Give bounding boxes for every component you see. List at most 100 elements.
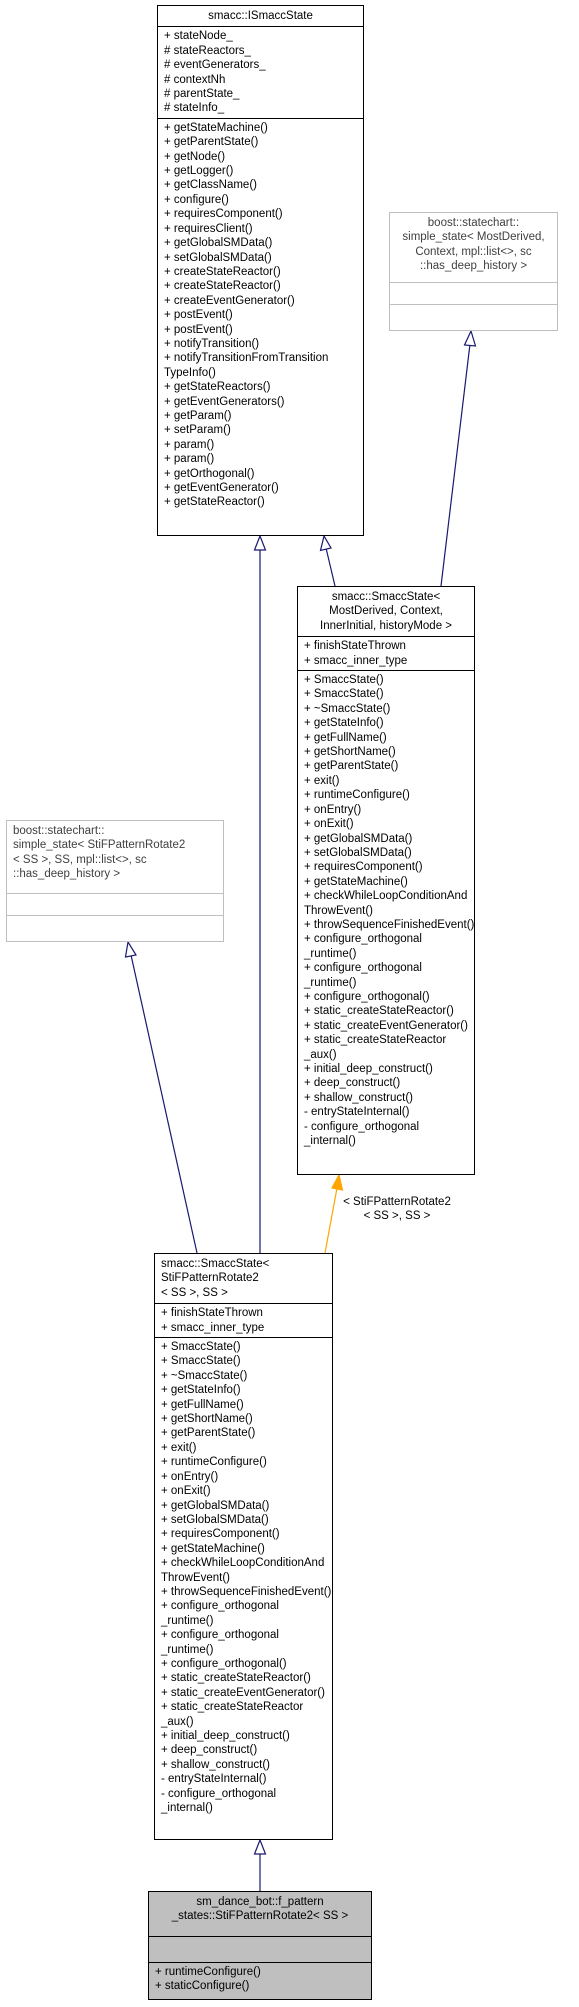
member-method[interactable]: + setGlobalSMData() [304, 846, 412, 859]
member-method[interactable]: + configure_orthogonal [161, 1629, 279, 1642]
member-method[interactable]: + checkWhileLoopConditionAnd [161, 1557, 325, 1570]
member-method[interactable]: _internal() [304, 1135, 356, 1148]
member-method[interactable]: + runtimeConfigure() [155, 1966, 261, 1978]
member-method[interactable]: + shallow_construct() [304, 1091, 413, 1104]
member-method[interactable]: + onEntry() [304, 803, 362, 816]
member-method[interactable]: + configure() [164, 193, 229, 206]
member-method[interactable]: + getGlobalSMData() [164, 237, 273, 250]
member-method[interactable]: + getOrthogonal() [164, 467, 255, 480]
member-method[interactable]: + configure_orthogonal [161, 1600, 279, 1613]
member-method[interactable]: + setParam() [164, 424, 231, 437]
member-method[interactable]: _internal() [161, 1802, 213, 1815]
member-method[interactable]: + getNode() [164, 150, 226, 163]
member-method[interactable]: _runtime() [161, 1614, 214, 1627]
member-method[interactable]: TypeInfo() [164, 366, 216, 379]
member-method[interactable]: + deep_construct() [161, 1744, 258, 1757]
member-method[interactable]: + setGlobalSMData() [164, 251, 272, 264]
member-attribute[interactable]: # parentState_ [164, 88, 240, 101]
class-stifpatternrotate2[interactable]: sm_dance_bot::f_pattern _states::StiFPat… [148, 1891, 372, 2000]
member-method[interactable]: ThrowEvent() [161, 1571, 231, 1584]
member-method[interactable]: + getStateMachine() [164, 121, 268, 134]
member-method[interactable]: + requiresClient() [164, 222, 253, 235]
member-attribute[interactable]: + finishStateThrown [304, 640, 406, 653]
member-attribute[interactable]: # stateInfo_ [164, 102, 225, 115]
member-method[interactable]: + static_createEventGenerator() [304, 1019, 468, 1032]
member-method[interactable]: + getStateInfo() [304, 717, 384, 730]
member-method[interactable]: _aux() [161, 1715, 194, 1728]
member-method[interactable]: + postEvent() [164, 323, 233, 336]
member-method[interactable]: - entryStateInternal() [304, 1106, 410, 1119]
member-method[interactable]: - configure_orthogonal [161, 1787, 277, 1800]
member-method[interactable]: + initial_deep_construct() [304, 1063, 433, 1075]
member-attribute[interactable]: + smacc_inner_type [161, 1321, 265, 1334]
member-method[interactable]: + configure_orthogonal() [304, 990, 430, 1003]
member-method[interactable]: + SmaccState() [161, 1341, 241, 1354]
member-method[interactable]: + exit() [161, 1441, 197, 1454]
member-method[interactable]: + getGlobalSMData() [161, 1499, 270, 1512]
member-method[interactable]: _runtime() [161, 1643, 214, 1656]
member-method[interactable]: + getClassName() [164, 179, 257, 192]
member-method[interactable]: + configure_orthogonal [304, 933, 422, 946]
member-method[interactable]: + configure_orthogonal [304, 962, 422, 975]
member-method[interactable]: _runtime() [304, 976, 357, 989]
member-method[interactable]: + static_createEventGenerator() [161, 1686, 325, 1699]
member-method[interactable]: + getStateMachine() [161, 1542, 265, 1555]
member-method[interactable]: + shallow_construct() [161, 1758, 270, 1771]
member-method[interactable]: + getGlobalSMData() [304, 832, 413, 845]
class-smaccstate-instance[interactable]: smacc::SmaccState< StiFPatternRotate2 < … [154, 1253, 333, 1840]
member-method[interactable]: + notifyTransitionFromTransition [164, 352, 329, 365]
member-method[interactable]: + static_createStateReactor [304, 1034, 447, 1047]
member-attribute[interactable]: # contextNh [164, 73, 226, 86]
member-method[interactable]: + getFullName() [161, 1398, 244, 1411]
member-method[interactable]: + getParentState() [304, 760, 399, 773]
member-method[interactable]: + getEventGenerator() [164, 482, 279, 494]
member-attribute[interactable]: + stateNode_ [164, 30, 233, 43]
class-simple-state-instance[interactable]: boost::statechart:: simple_state< StiFPa… [6, 820, 224, 942]
member-method[interactable]: + createStateReactor() [164, 280, 281, 293]
member-method[interactable]: + static_createStateReactor() [304, 1005, 454, 1018]
member-attribute[interactable]: + smacc_inner_type [304, 654, 408, 667]
member-method[interactable]: + getFullName() [304, 731, 387, 744]
member-method[interactable]: + param() [164, 438, 215, 451]
member-method[interactable]: + onExit() [304, 818, 354, 831]
member-method[interactable]: + getStateInfo() [161, 1384, 241, 1397]
member-method[interactable]: + initial_deep_construct() [161, 1730, 290, 1742]
member-method[interactable]: + runtimeConfigure() [304, 789, 410, 802]
member-method[interactable]: ThrowEvent() [304, 904, 374, 917]
member-method[interactable]: + createStateReactor() [164, 265, 281, 278]
member-method[interactable]: _runtime() [304, 947, 357, 960]
member-method[interactable]: + postEvent() [164, 309, 233, 322]
member-method[interactable]: + param() [164, 453, 215, 466]
member-method[interactable]: + requiresComponent() [161, 1528, 280, 1541]
member-method[interactable]: + getShortName() [304, 746, 396, 759]
member-method[interactable]: - entryStateInternal() [161, 1773, 267, 1786]
member-method[interactable]: + getLogger() [164, 165, 234, 178]
member-attribute[interactable]: # eventGenerators_ [164, 59, 266, 72]
member-method[interactable]: + static_createStateReactor() [161, 1672, 311, 1685]
member-method[interactable]: + getStateReactor() [164, 496, 265, 509]
member-method[interactable]: + getParam() [164, 409, 232, 422]
member-method[interactable]: + getStateReactors() [164, 381, 271, 394]
member-method[interactable]: + createEventGenerator() [164, 294, 295, 307]
member-method[interactable]: + getParentState() [164, 136, 259, 149]
member-attribute[interactable]: + finishStateThrown [161, 1307, 263, 1320]
member-method[interactable]: + notifyTransition() [164, 337, 260, 350]
member-method[interactable]: + staticConfigure() [155, 1980, 250, 1993]
member-method[interactable]: + throwSequenceFinishedEvent() [304, 918, 475, 931]
member-method[interactable]: + deep_construct() [304, 1077, 401, 1090]
member-method[interactable]: + ~SmaccState() [304, 702, 391, 715]
member-method[interactable]: + requiresComponent() [304, 861, 423, 874]
member-method[interactable]: + onExit() [161, 1485, 211, 1498]
member-method[interactable]: + configure_orthogonal() [161, 1657, 287, 1670]
member-method[interactable]: + SmaccState() [161, 1355, 241, 1368]
member-method[interactable]: + static_createStateReactor [161, 1701, 304, 1714]
member-method[interactable]: + getShortName() [161, 1413, 253, 1426]
member-method[interactable]: _aux() [304, 1048, 337, 1061]
class-smaccstate-template[interactable]: smacc::SmaccState< MostDerived, Context,… [297, 586, 475, 1175]
member-method[interactable]: + ~SmaccState() [161, 1369, 248, 1382]
member-method[interactable]: + getStateMachine() [304, 875, 408, 888]
member-method[interactable]: + SmaccState() [304, 674, 384, 687]
member-method[interactable]: + getEventGenerators() [164, 395, 285, 408]
member-method[interactable]: + throwSequenceFinishedEvent() [161, 1585, 332, 1598]
member-method[interactable]: + runtimeConfigure() [161, 1456, 267, 1469]
